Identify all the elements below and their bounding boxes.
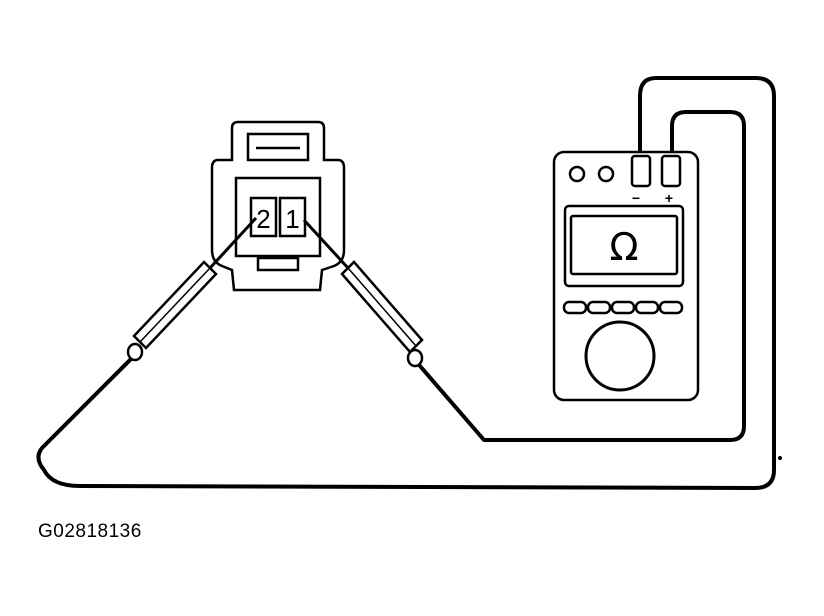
pin-2-cell [249, 196, 278, 238]
ohmmeter [552, 150, 700, 402]
meter-jack-negative[interactable] [630, 154, 652, 188]
meter-rotary-dial[interactable] [584, 320, 656, 392]
meter-jack-positive[interactable] [660, 154, 682, 188]
probe-right-barrel-line [347, 267, 417, 347]
meter-button-3[interactable] [610, 300, 636, 315]
pin-2-label: 2 [256, 204, 270, 234]
connector-outer-body [210, 120, 346, 292]
wires [36, 76, 776, 490]
meter-button-4[interactable] [634, 300, 660, 315]
probe-left-collar [126, 342, 144, 362]
figure-id: G02818136 [38, 521, 142, 542]
probe-right [302, 218, 424, 368]
probe-left-barrel-line [139, 267, 211, 343]
connector-latch [246, 132, 310, 162]
wire-negative-lead [36, 76, 776, 490]
connector-inner-cavity [234, 176, 322, 258]
meter-indicator-right [597, 165, 615, 183]
wire-end-dot [778, 456, 782, 460]
meter-positive-label: + [665, 190, 673, 206]
probe-right-tip [302, 218, 350, 270]
connector-bottom-tab [256, 256, 300, 272]
pin-1-cell [278, 196, 307, 238]
connector-pins [249, 196, 307, 238]
ohm-symbol-icon: Ω [609, 225, 638, 269]
meter-display-screen [569, 214, 679, 276]
meter-button-5[interactable] [658, 300, 684, 315]
pin-1-label: 1 [285, 204, 299, 234]
wire-positive-lead [418, 110, 746, 442]
meter-indicator-left [568, 165, 586, 183]
meter-button-2[interactable] [586, 300, 612, 315]
connector [210, 120, 346, 292]
probe-left-tip [208, 216, 258, 270]
meter-negative-label: − [632, 190, 640, 206]
probe-right-collar [406, 348, 424, 368]
meter-button-1[interactable] [562, 300, 588, 315]
probe-left [126, 216, 258, 362]
